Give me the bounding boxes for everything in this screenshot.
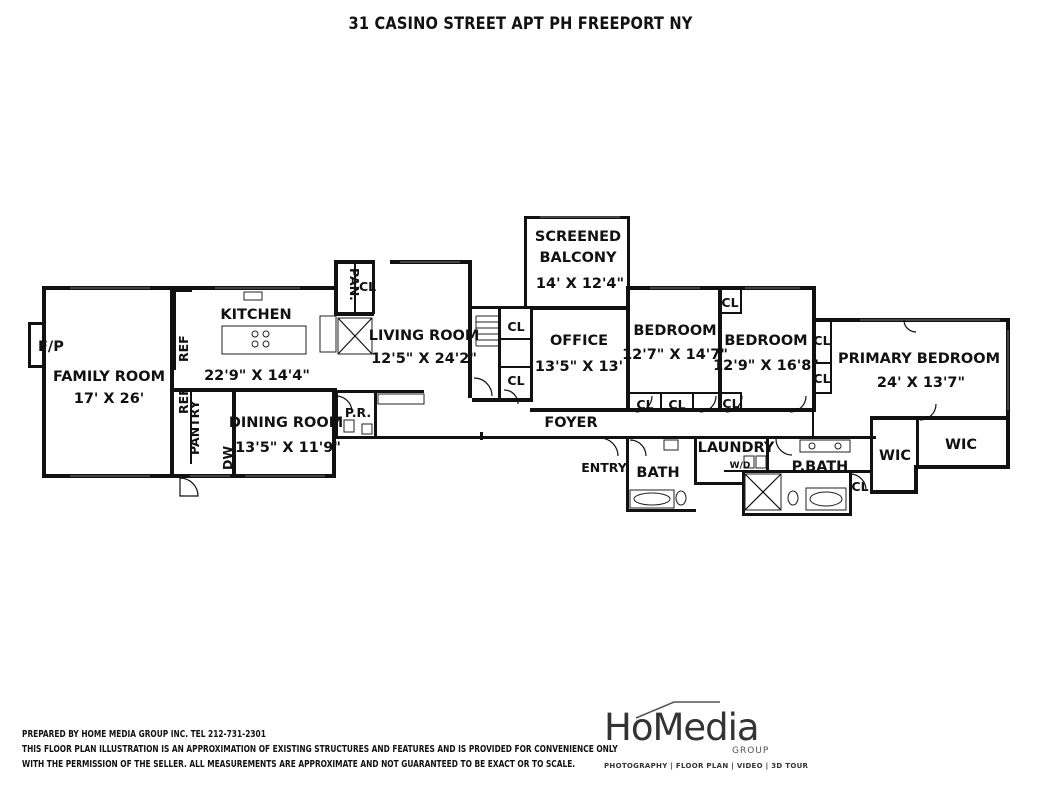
balcony-size: 14' X 12'4" bbox=[536, 276, 624, 292]
disclaimer: PREPARED BY HOME MEDIA GROUP INC. TEL 21… bbox=[22, 727, 618, 772]
cl-label-primary-1: CL bbox=[813, 333, 830, 348]
cl-label-primary-2: CL bbox=[813, 371, 830, 386]
logo-wordmark: HoMedia bbox=[604, 706, 760, 749]
wic-label-1: WIC bbox=[879, 448, 911, 464]
homedia-logo: HoMedia GROUP PHOTOGRAPHY | FLOOR PLAN |… bbox=[604, 700, 808, 780]
windows bbox=[70, 216, 1009, 477]
cl-label-bed1-b: CL bbox=[668, 397, 685, 412]
ref-label-pantry: REF bbox=[176, 387, 191, 414]
logo-group-text: GROUP bbox=[732, 746, 770, 756]
wic-label-2: WIC bbox=[945, 437, 977, 453]
office-name: OFFICE bbox=[550, 333, 608, 349]
bedroom-2-name: BEDROOM bbox=[724, 333, 807, 349]
stairs bbox=[475, 315, 498, 347]
kitchen-name: KITCHEN bbox=[220, 307, 291, 323]
cl-label-hall-1: CL bbox=[507, 319, 524, 334]
cl-label-hall-2: CL bbox=[507, 373, 524, 388]
disclaimer-line-2: THIS FLOOR PLAN ILLUSTRATION IS AN APPRO… bbox=[22, 744, 618, 755]
cl-label-pan: CL bbox=[359, 279, 376, 294]
disclaimer-line-1: PREPARED BY HOME MEDIA GROUP INC. TEL 21… bbox=[22, 729, 266, 740]
cl-label-bed2-bottom: CL bbox=[722, 396, 739, 411]
primary-bedroom-size: 24' X 13'7" bbox=[877, 375, 965, 391]
bath-label: BATH bbox=[636, 465, 679, 481]
plan-title: 31 CASINO STREET APT PH FREEPORT NY bbox=[348, 14, 693, 34]
family-room-size: 17' X 26' bbox=[74, 391, 145, 407]
kitchen-size: 22'9" X 14'4" bbox=[204, 368, 310, 384]
ref-label-kitchen: REF bbox=[176, 335, 191, 362]
bedroom-2-size: 12'9" X 16'8" bbox=[713, 358, 819, 374]
living-room-size: 12'5" X 24'2" bbox=[371, 351, 477, 367]
bedroom-1-name: BEDROOM bbox=[633, 323, 716, 339]
dining-room-name: DINING ROOM bbox=[229, 415, 343, 431]
pbath-label: P.BATH bbox=[792, 459, 849, 475]
office-size: 13'5" X 13' bbox=[535, 359, 623, 375]
fixtures bbox=[221, 291, 851, 511]
bedroom-1-size: 12'7" X 14'7" bbox=[622, 347, 728, 363]
foyer-label: FOYER bbox=[544, 415, 597, 431]
wd-label: W/D bbox=[730, 461, 751, 471]
dining-room-size: 13'5" X 11'9" bbox=[235, 440, 341, 456]
roof-icon bbox=[635, 701, 720, 719]
pantry-label: PANTRY bbox=[187, 399, 202, 455]
logo-tagline: PHOTOGRAPHY | FLOOR PLAN | VIDEO | 3D TO… bbox=[604, 762, 809, 770]
fireplace-label: F/P bbox=[38, 339, 64, 355]
family-room-name: FAMILY ROOM bbox=[53, 369, 165, 385]
disclaimer-line-3: WITH THE PERMISSION OF THE SELLER. ALL M… bbox=[22, 759, 576, 770]
primary-bedroom-name: PRIMARY BEDROOM bbox=[838, 351, 1000, 367]
doors bbox=[179, 319, 937, 497]
cl-label-bed2-top: CL bbox=[721, 295, 738, 310]
cooktop-icon bbox=[251, 330, 270, 348]
pr-label: P.R. bbox=[345, 405, 371, 420]
balcony-name-line2: BALCONY bbox=[539, 250, 617, 266]
dw-label: DW bbox=[220, 446, 235, 470]
pan-label: PAN. bbox=[347, 268, 362, 301]
living-room-name: LIVING ROOM bbox=[369, 328, 480, 344]
room-labels: F/P FAMILY ROOM 17' X 26' REF KITCHEN 22… bbox=[38, 229, 1000, 494]
laundry-label: LAUNDRY bbox=[698, 440, 775, 456]
entry-label: ENTRY bbox=[581, 460, 627, 475]
balcony-name-line1: SCREENED bbox=[535, 229, 621, 245]
cl-label-bed1-a: CL bbox=[636, 397, 653, 412]
cl-label-pbath: CL bbox=[851, 479, 868, 494]
